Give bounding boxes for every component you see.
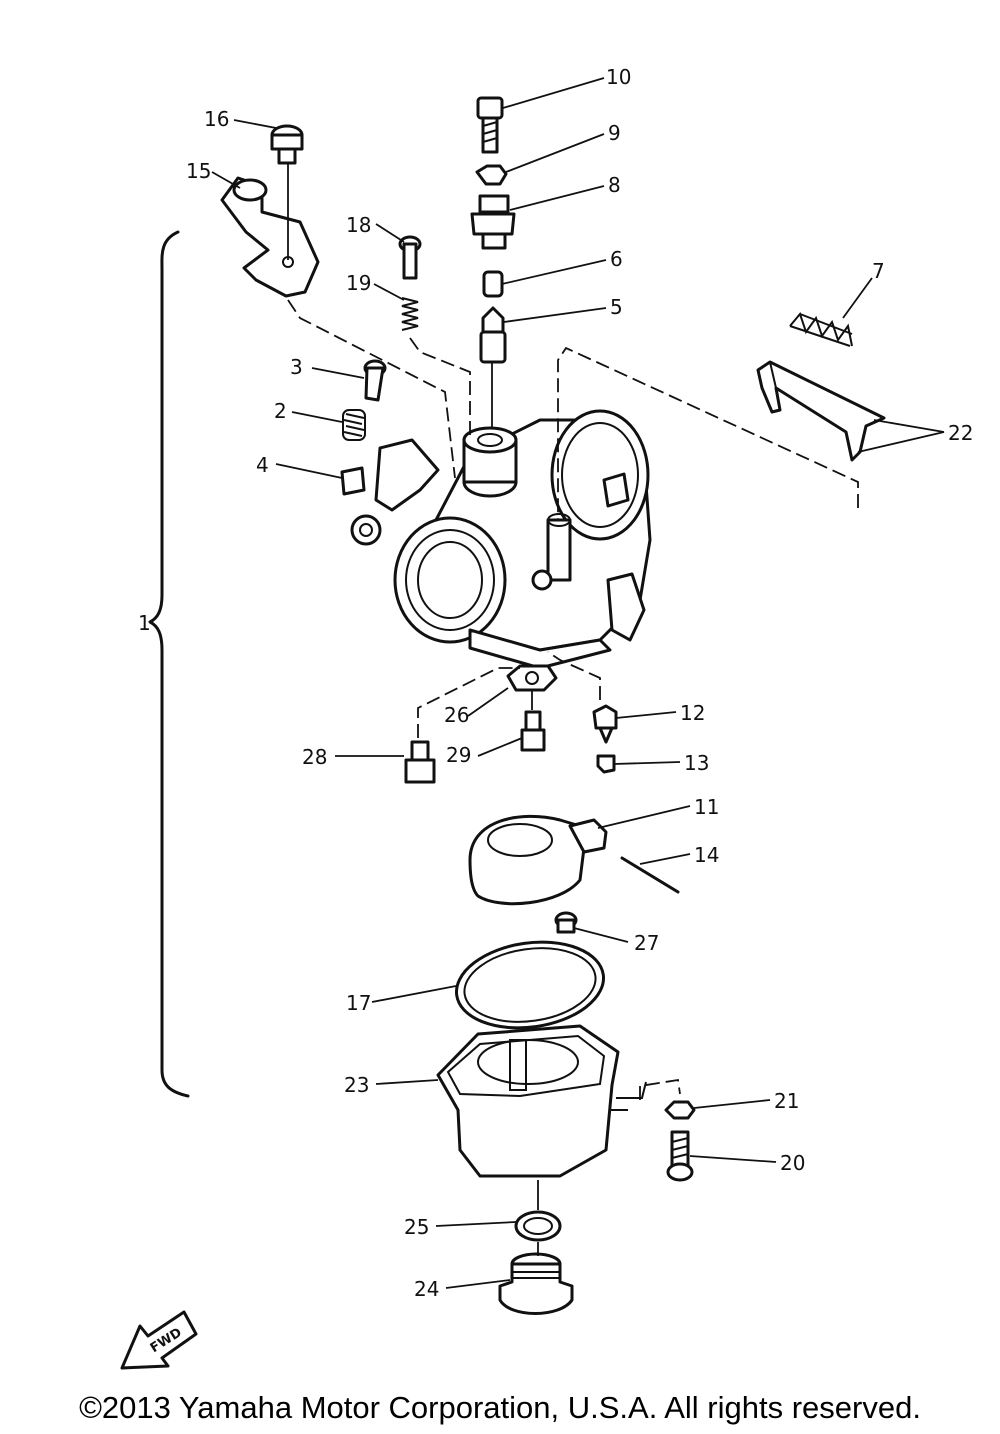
spring-part-7 <box>789 311 853 347</box>
float-part-11 <box>468 814 608 906</box>
assembly-line-12 <box>547 651 601 700</box>
assembly-bracket <box>148 230 190 1098</box>
callout-23: 23 <box>344 1073 369 1097</box>
drain-plug-part-24 <box>498 1252 574 1315</box>
cable-bracket-part-15 <box>220 176 320 298</box>
callout-25: 25 <box>404 1215 429 1239</box>
callout-21: 21 <box>774 1089 799 1113</box>
callout-2: 2 <box>274 399 287 423</box>
washer-part-25 <box>514 1210 562 1242</box>
callout-labels: 1 2 3 4 5 6 7 8 9 10 11 12 13 14 15 16 1… <box>138 65 973 1301</box>
callout-15: 15 <box>186 159 211 183</box>
nut-part-9 <box>475 164 508 186</box>
callout-14: 14 <box>694 843 719 867</box>
callout-16: 16 <box>204 107 229 131</box>
jet-part-29 <box>520 710 546 752</box>
screw-part-3 <box>363 359 387 402</box>
bolt-part-16 <box>270 124 304 165</box>
callout-27: 27 <box>634 931 659 955</box>
fwd-arrow-icon: FWD <box>120 1310 198 1370</box>
callout-7: 7 <box>872 259 885 283</box>
callout-8: 8 <box>608 173 621 197</box>
bolt-part-10 <box>476 96 504 154</box>
assembly-line-28 <box>417 667 520 738</box>
callout-9: 9 <box>608 121 621 145</box>
callout-17: 17 <box>346 991 371 1015</box>
callout-11: 11 <box>694 795 719 819</box>
callout-20: 20 <box>780 1151 805 1175</box>
callout-24: 24 <box>414 1277 439 1301</box>
gasket-part-26 <box>506 664 558 692</box>
holder-part-8 <box>470 194 516 250</box>
needle-valve-part-27 <box>554 911 578 934</box>
clip-part-22 <box>756 360 886 462</box>
callout-13: 13 <box>684 751 709 775</box>
assembly-line-22 <box>557 346 859 520</box>
callout-10: 10 <box>606 65 631 89</box>
spring-part-2 <box>342 409 366 441</box>
callout-19: 19 <box>346 271 371 295</box>
nut-part-21 <box>664 1100 696 1120</box>
callout-4: 4 <box>256 453 269 477</box>
callout-5: 5 <box>610 295 623 319</box>
pin-part-14 <box>620 856 680 894</box>
piston-valve-part-5 <box>479 306 507 364</box>
callout-18: 18 <box>346 213 371 237</box>
spring-part-19 <box>401 297 419 331</box>
callout-29: 29 <box>446 743 471 767</box>
assembly-line-15 <box>287 299 456 479</box>
callout-1: 1 <box>138 611 151 635</box>
pilot-jet-part-12 <box>592 704 618 744</box>
seat-part-6 <box>482 270 504 298</box>
callout-6: 6 <box>610 247 623 271</box>
callout-22: 22 <box>948 421 973 445</box>
callout-3: 3 <box>290 355 303 379</box>
callout-12: 12 <box>680 701 705 725</box>
copyright-notice: ©2013 Yamaha Motor Corporation, U.S.A. A… <box>79 1390 921 1425</box>
plug-part-13 <box>596 754 616 774</box>
callout-26: 26 <box>444 703 469 727</box>
o-ring-part-17 <box>454 940 606 1030</box>
float-chamber-part-23 <box>436 1024 647 1178</box>
callout-28: 28 <box>302 745 327 769</box>
lever-part-4 <box>340 438 440 546</box>
screw-part-20 <box>666 1130 694 1182</box>
assembly-line-21 <box>639 1078 681 1100</box>
screw-part-18 <box>398 235 422 280</box>
carburetor-body <box>393 409 652 670</box>
assembly-line-19 <box>409 337 471 440</box>
leader-lines <box>211 77 945 1289</box>
jet-part-28 <box>404 740 436 784</box>
